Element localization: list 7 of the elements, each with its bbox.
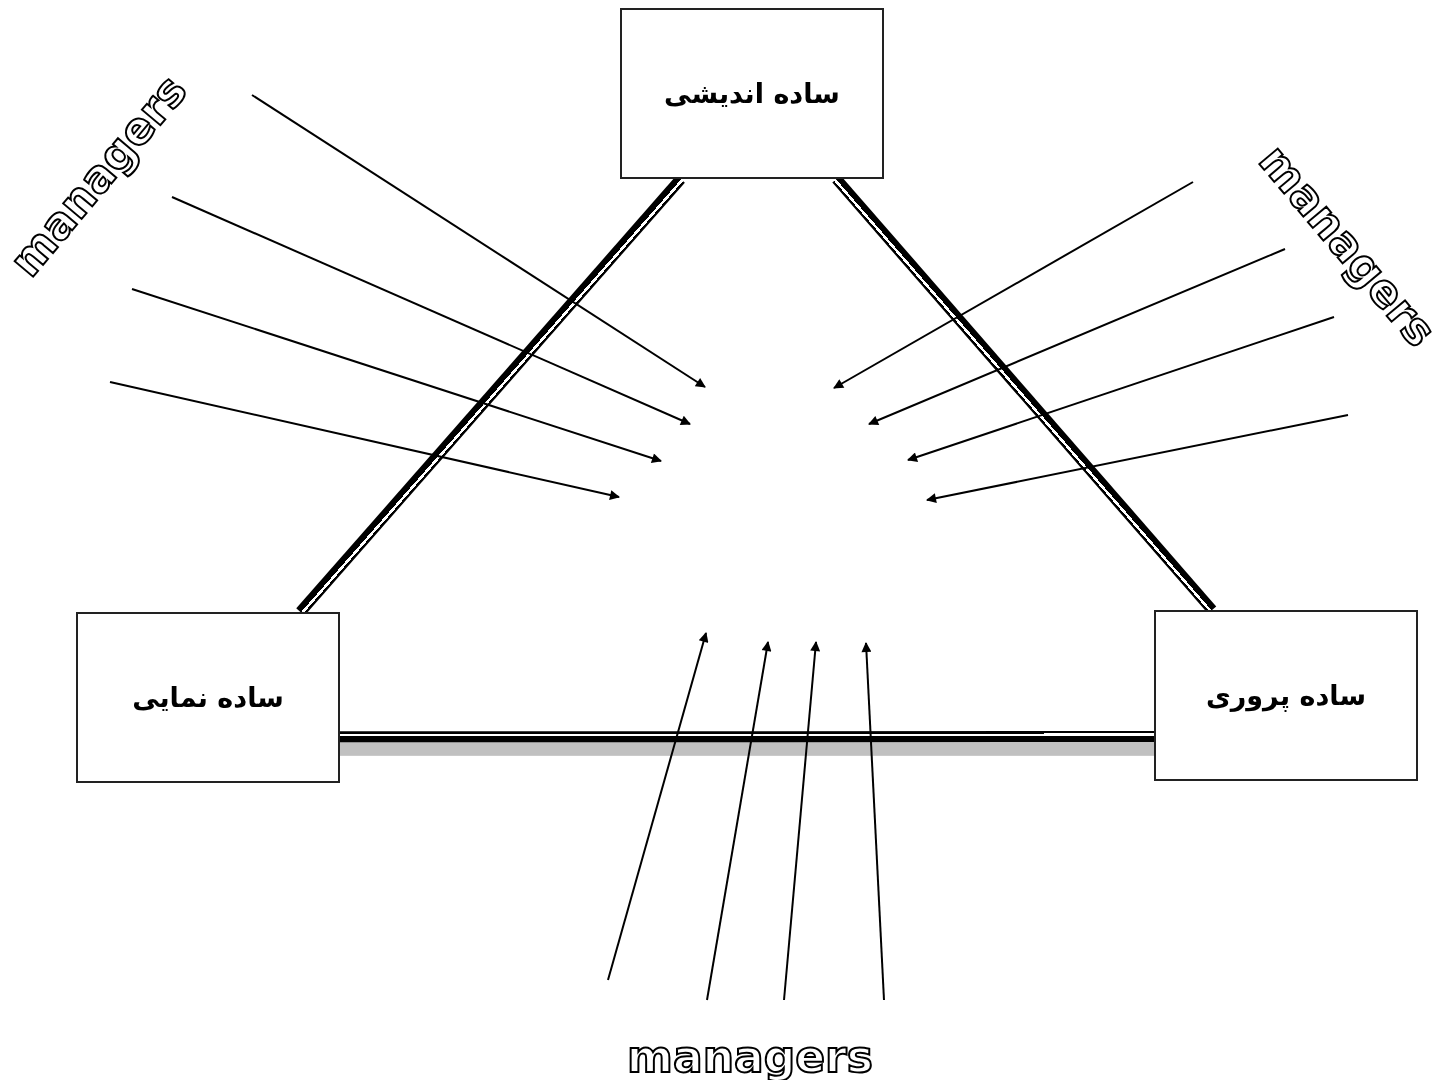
text-box [76, 612, 340, 783]
box-label: ساده نمایی [132, 682, 284, 713]
box-label: ساده اندیشی [664, 78, 840, 109]
double-line [340, 731, 1154, 743]
text-box [1154, 610, 1418, 781]
text-box [620, 8, 884, 179]
box-label: ساده پروری [1206, 680, 1366, 711]
